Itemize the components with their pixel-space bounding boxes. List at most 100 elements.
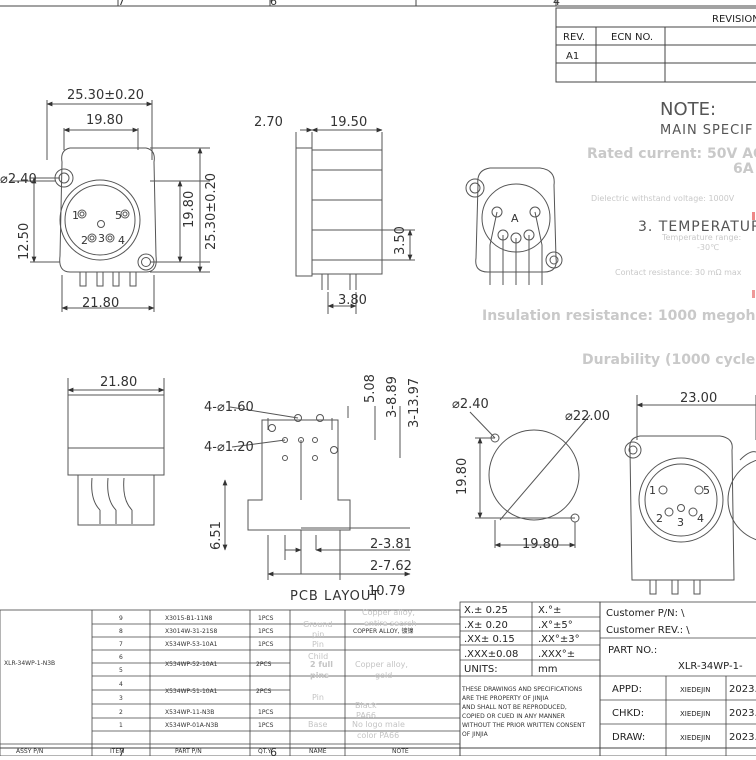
pin-label: 4 [697,512,704,525]
chkd-label: CHKD: [612,708,644,719]
draw-date: 2023.0 [729,732,756,743]
pin-label: 4 [118,234,125,247]
border-mark: 7 [118,0,125,8]
tol-linear: .X± 0.20 [464,620,508,631]
customer-rev: Customer REV.: \ [606,625,690,636]
pcb-dim-8-89: 3-8.89 [385,376,400,418]
ecn-header: ECN NO. [611,32,653,43]
front-dim-v-span: 19.80 [182,191,197,228]
front-dim-height: 25.30±0.20 [204,173,219,250]
pin-label: 2 [656,512,663,525]
pcb-dim-holes-small: 4-⌀1.20 [204,440,254,455]
bottom-dim-width: 21.80 [100,375,137,390]
bom-qty: 1PCS [258,615,274,622]
pcb-layout-title: PCB LAYOUT [290,589,380,604]
bom-header: QT.Y [258,748,272,755]
bom-row: 4 X534WP-51-10A1 2PCS [119,681,272,695]
rev-value: A1 [566,51,579,62]
bom-part-pn: X3015-B1-11N8 [165,615,213,622]
bom-qty: 2PCS [256,688,272,695]
bom-wm-note: Child [308,652,328,661]
array-view [624,395,756,595]
bom-wm-note: pin [312,630,324,639]
bom-wm-note: gold [375,671,392,680]
tol-angular: .XXX°± [538,649,575,660]
bom-item: 5 [119,667,123,674]
bom-row: 1 X534WP-01A-N3B 1PCS Base [119,720,328,729]
side-view [295,127,415,314]
front-view [10,100,210,312]
side-dim-pin-height: 3.50 [393,226,408,255]
cutout-dim-v: 19.80 [455,458,470,495]
bom-row: 2 X534WP-11-N3B 1PCS [119,709,274,716]
part-no-label: PART NO.: [608,645,657,656]
rear-view [465,167,563,285]
pcb-dim-7-62: 2-7.62 [370,559,412,574]
bom-item: 6 [119,654,123,661]
border-mark: 4 [553,0,560,8]
bom-qty: 1PCS [258,628,274,635]
bom-wm-note: 2 full [310,660,333,669]
note-insulation: Insulation resistance: 1000 megohms [482,308,756,324]
note-temperature: 3. TEMPERATUR [638,219,756,235]
pcb-layout [222,406,411,580]
revisions-title: REVISIONS [712,14,756,25]
pcb-dim-holes-large: 4-⌀1.60 [204,400,254,415]
bom-item: 4 [119,681,123,688]
bom-assy-pn: XLR-34WP-1-N3B [4,660,55,667]
border-mark: 7 [118,746,125,756]
disclaimer-line: WITHOUT THE PRIOR WRITTEN CONSENT [462,722,586,729]
bom-wm-note: PA66 [356,711,376,720]
notes-block: NOTE: MAIN SPECIF Rated current: 50V AC,… [482,99,756,368]
note-contact: Contact resistance: 30 mΩ max [615,268,742,277]
note-durability: Durability (1000 cycles) [582,352,756,368]
bom-part-pn: X534WP-01A-N3B [165,722,218,729]
tol-angular: .X°±5° [538,620,573,631]
disclaimer-line: COPIED OR CUED IN ANY MANNER [462,713,565,720]
units-label: UNITS: [464,664,498,675]
bom-wm-note: color PA66 [357,731,399,740]
part-no: XLR-34WP-1- [678,661,743,672]
rear-label: A [511,212,519,225]
tol-linear: .XXX±0.08 [464,649,518,660]
appd-name: XIEDEJIN [680,686,710,694]
bom-qty: 1PCS [258,722,274,729]
draw-name: XIEDEJIN [680,734,710,742]
revisions-table: REVISIONS REV. ECN NO. A1 [555,7,756,83]
bom-header: ITEM [110,748,124,755]
note-current-value: 6A [733,161,754,177]
bom-part-pn: X534WP-51-10A1 [165,688,218,695]
bom-row: 7 X534WP-53-10A1 1PCS Pin [119,640,324,649]
disclaimer-line: AND SHALL NOT BE REPRODUCED, [462,704,567,711]
bom-part-pn: X3014W-31-21S8 [165,628,217,635]
customer-pn: Customer P/N: \ [606,608,685,619]
bom-name: Pin [312,693,324,702]
bom-wm-note: No logo male [352,720,405,729]
front-dim-hole-span: 19.80 [86,113,123,128]
pin-label: 1 [649,484,656,497]
draw-label: DRAW: [612,732,645,743]
bom-qty: 1PCS [258,709,274,716]
title-block [599,601,756,757]
chkd-date: 2023.0 [729,708,756,719]
rev-header: REV. [563,32,585,43]
bom-wm-note: pins [310,671,329,680]
bom-item: 7 [119,641,123,648]
bom-wm-note: Ground [303,620,332,629]
bom-part-pn: X534WP-53-10A1 [165,641,218,648]
pin-label: 5 [703,484,710,497]
note-temp-range: Temperature range: [661,233,741,242]
note-title: NOTE: [660,99,716,120]
units-value: mm [538,664,557,675]
bom-name: Pin [312,640,324,649]
bom-row: 6 X534WP-52-10A1 2PCS [119,654,272,668]
disclaimer-line: OF JINJIA [462,731,489,738]
bom-header: NAME [309,748,327,755]
pcb-dim-6-51: 6.51 [209,521,224,550]
bom-header: NOTE [392,748,409,755]
bom-part-pn: X534WP-52-10A1 [165,661,218,668]
bottom-view [67,378,165,526]
tol-linear: .XX± 0.15 [464,634,515,645]
front-dim-width: 25.30±0.20 [67,88,144,103]
